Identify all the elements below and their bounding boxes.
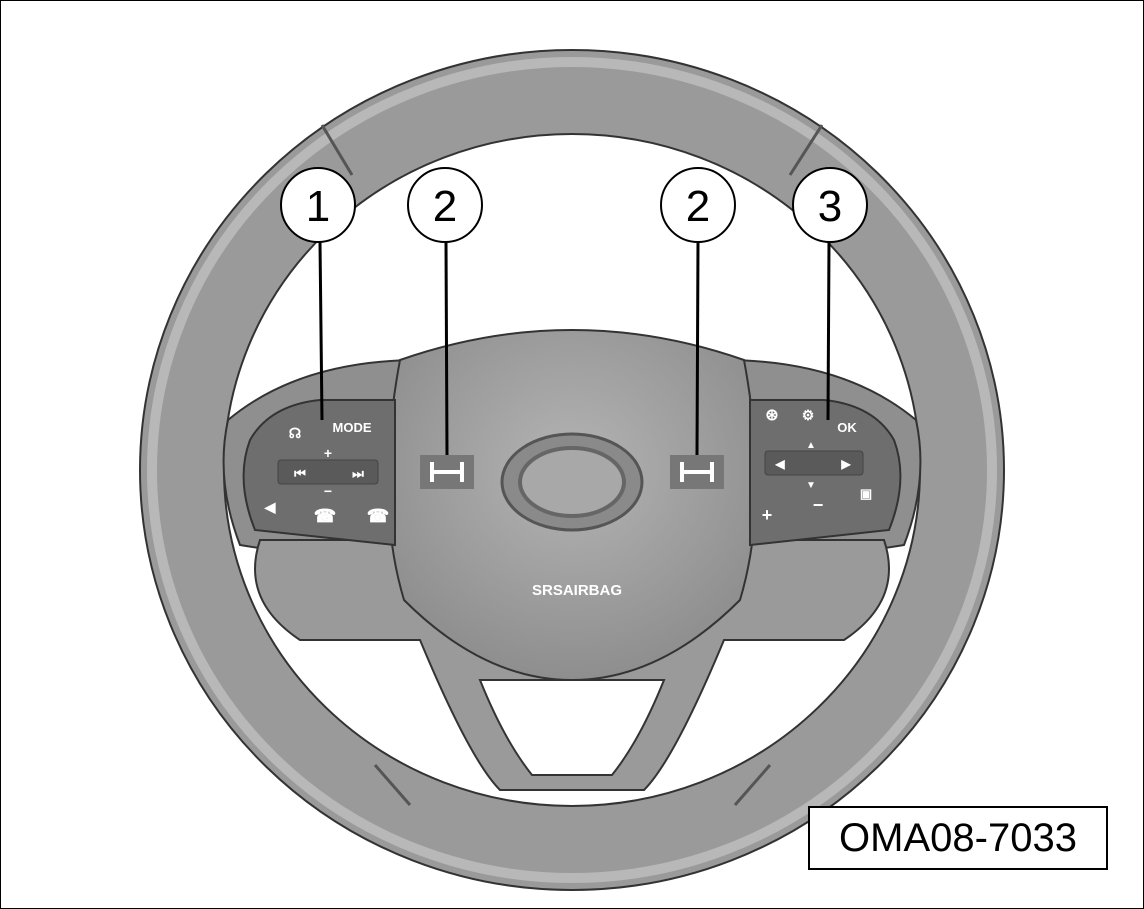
distance-icon[interactable]: ▣ [860, 486, 872, 501]
callout-1: 1 [280, 167, 356, 421]
callout-2-right: 2 [660, 167, 736, 456]
right-control-cluster: ⊛ ⚙ OK ◀ ▶ ▲ ▼ + − ▣ [749, 399, 902, 547]
mode-button[interactable]: MODE [333, 420, 372, 435]
volume-down-icon[interactable]: − [324, 483, 332, 499]
horn-icon-right [670, 455, 724, 489]
next-track-icon[interactable]: ⏭ [352, 466, 364, 481]
steering-assist-icon[interactable]: ⊛ [765, 407, 778, 424]
svg-text:2: 2 [686, 182, 710, 231]
volume-seek-rocker[interactable] [277, 459, 379, 485]
svg-text:2: 2 [433, 182, 457, 231]
answer-call-icon[interactable]: ☎ [314, 506, 336, 526]
horn-icon-left [420, 455, 474, 489]
end-call-icon[interactable]: ☎ [367, 506, 389, 526]
set-minus-icon[interactable]: − [813, 495, 824, 515]
figure-code-label: OMA08-7033 [808, 806, 1108, 870]
right-arrow-icon[interactable]: ▶ [840, 457, 851, 471]
voice-command-button[interactable]: ☊ [289, 425, 301, 441]
airbag-hub: SRSAIRBAG [386, 329, 758, 682]
left-arrow-icon[interactable]: ◀ [774, 457, 785, 471]
resume-plus-icon[interactable]: + [762, 505, 773, 525]
svg-text:1: 1 [306, 182, 330, 231]
volume-up-icon[interactable]: + [324, 445, 332, 461]
up-arrow-icon[interactable]: ▲ [806, 440, 816, 451]
down-arrow-icon[interactable]: ▼ [806, 480, 816, 491]
adaptive-cruise-icon[interactable]: ⚙ [802, 407, 815, 423]
menu-navigation-rocker[interactable] [764, 450, 864, 476]
ok-button[interactable]: OK [837, 420, 857, 435]
previous-track-icon[interactable]: ⏮ [294, 466, 306, 481]
svg-text:3: 3 [818, 182, 842, 231]
callout-3: 3 [792, 167, 868, 421]
airbag-label: SRSAIRBAG [532, 582, 622, 599]
left-control-cluster: MODE ☊ ⏮ ⏭ + − ◀ ☎ ☎ [242, 399, 396, 547]
callout-2-left: 2 [407, 167, 483, 456]
mute-icon[interactable]: ◀ [264, 499, 276, 515]
